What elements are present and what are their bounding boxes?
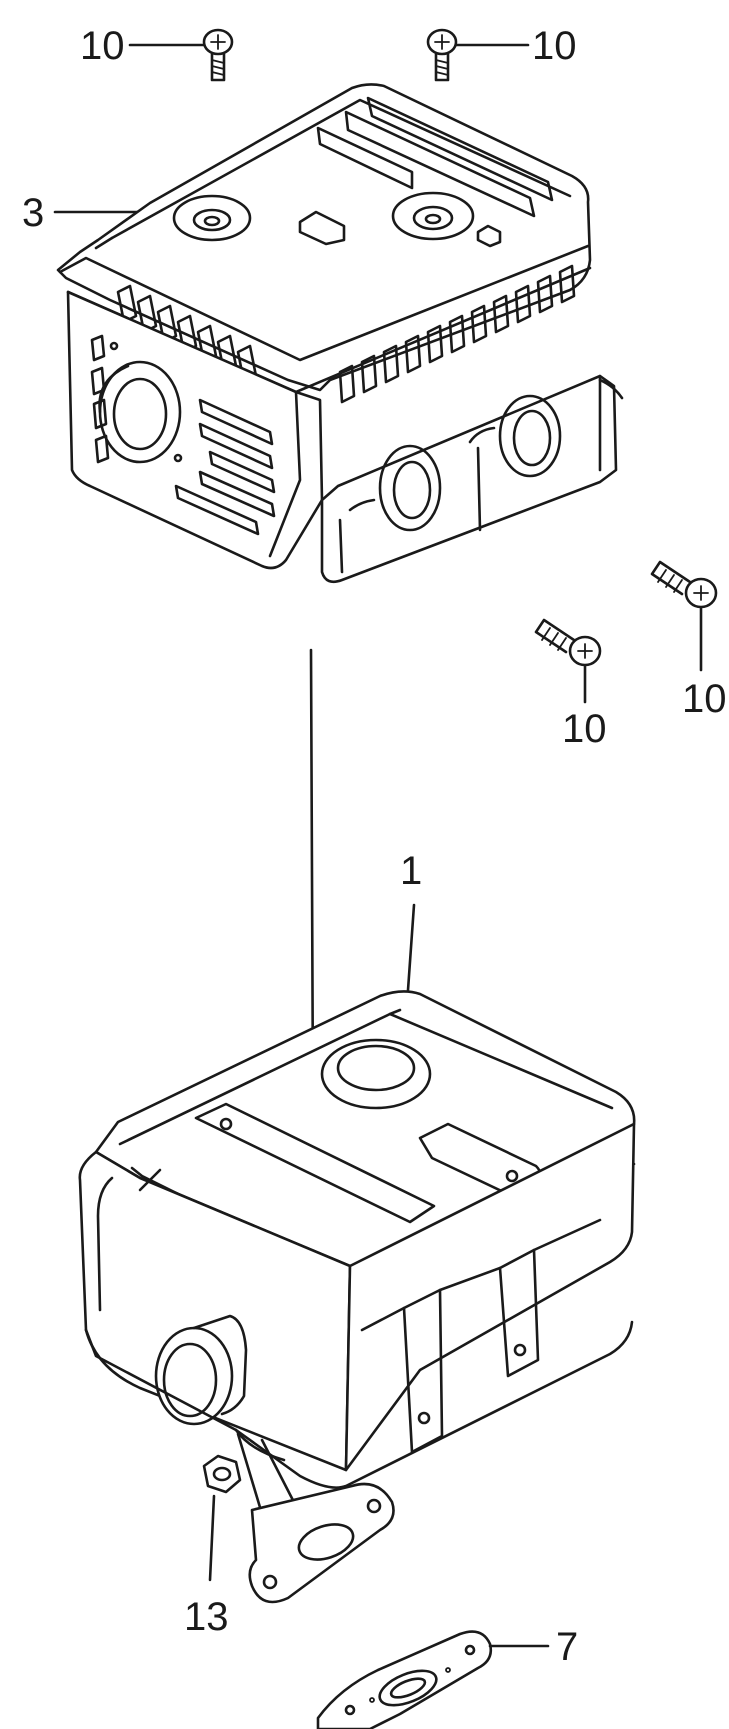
callout-protector: 3 xyxy=(22,191,44,235)
muffler xyxy=(78,903,636,1604)
protector-vent-slots-right xyxy=(338,264,576,404)
exhaust-gasket xyxy=(316,1630,550,1729)
callout-gasket: 7 xyxy=(556,1625,578,1669)
muffler-protector xyxy=(53,83,624,584)
callout-bolt-top-right: 10 xyxy=(532,24,577,68)
callout-bolt-top-left: 10 xyxy=(80,24,125,68)
bolt-far-right xyxy=(650,560,718,672)
flange-nut xyxy=(202,1454,242,1582)
bolt-top-right xyxy=(426,28,530,82)
callout-bolt-mid-right: 10 xyxy=(562,707,607,751)
callout-nut: 13 xyxy=(184,1595,229,1639)
bolt-mid-right xyxy=(534,618,602,704)
callout-muffler: 1 xyxy=(400,849,422,893)
assembly-guide-line xyxy=(309,648,315,1104)
callout-bolt-far-right: 10 xyxy=(682,677,727,721)
bolt-top-left xyxy=(128,28,234,82)
